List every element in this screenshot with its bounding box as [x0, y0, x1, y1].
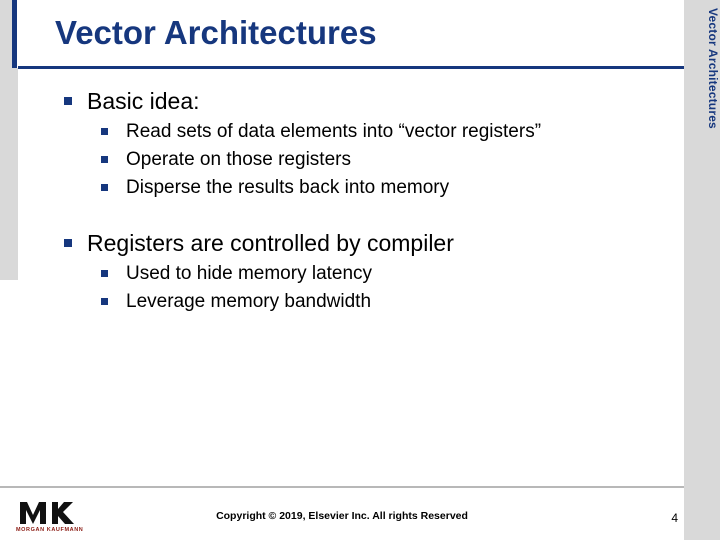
slide-content: Basic idea: Read sets of data elements i… — [40, 86, 660, 316]
morgan-kaufmann-logo-icon — [16, 498, 88, 534]
bullet-level2-label: Disperse the results back into memory — [126, 177, 450, 198]
square-bullet-icon — [101, 298, 108, 305]
copyright-text: Copyright © 2019, Elsevier Inc. All righ… — [216, 510, 468, 522]
square-bullet-icon — [64, 97, 72, 105]
bullet-level2: Used to hide memory latency — [40, 260, 660, 288]
bullet-level1-label: Registers are controlled by compiler — [87, 230, 454, 256]
bullet-level2-label: Read sets of data elements into “vector … — [126, 121, 542, 142]
bullet-level2-label: Operate on those registers — [126, 149, 351, 170]
square-bullet-icon — [101, 270, 108, 277]
square-bullet-icon — [101, 156, 108, 163]
page-number: 4 — [671, 511, 678, 525]
footer-divider — [0, 486, 684, 488]
title-divider — [18, 66, 684, 69]
bullet-level1-label: Basic idea: — [87, 88, 200, 114]
bullet-level1: Basic idea: — [40, 86, 660, 116]
right-sidebar-strip: Vector Architectures — [684, 0, 720, 540]
left-lower-gray-band — [0, 68, 18, 280]
bullet-level2: Leverage memory bandwidth — [40, 288, 660, 316]
square-bullet-icon — [101, 184, 108, 191]
square-bullet-icon — [64, 239, 72, 247]
bullet-level2-label: Leverage memory bandwidth — [126, 291, 372, 312]
left-accent-bar — [12, 0, 17, 68]
sidebar-vertical-title: Vector Architectures — [706, 8, 720, 129]
bullet-level2: Operate on those registers — [40, 146, 660, 174]
page-title: Vector Architectures — [55, 14, 377, 51]
bullet-level2-label: Used to hide memory latency — [126, 263, 373, 284]
logo-caption: MORGAN KAUFMANN — [16, 527, 84, 533]
square-bullet-icon — [101, 128, 108, 135]
bullet-level1: Registers are controlled by compiler — [40, 228, 660, 258]
bullet-level2: Read sets of data elements into “vector … — [40, 118, 660, 146]
bullet-level2: Disperse the results back into memory — [40, 174, 660, 202]
spacer — [40, 202, 660, 228]
left-gray-band — [0, 0, 12, 68]
